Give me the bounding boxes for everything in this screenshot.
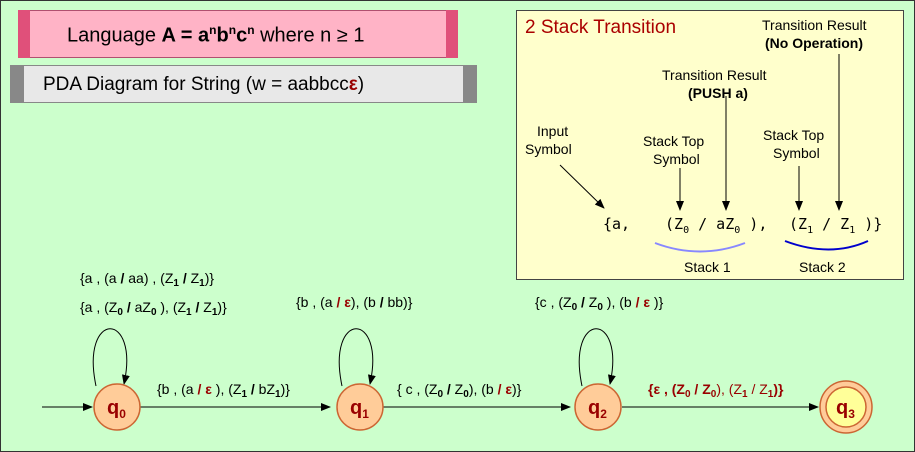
q0-loop-label-1: {a , (a / aa) , (Z1 / Z1)} <box>80 270 214 289</box>
stack-top-1-label-2: Symbol <box>653 151 700 167</box>
input-arrow <box>559 164 605 209</box>
state-q2 <box>574 383 622 431</box>
result-noop-value: (No Operation) <box>765 35 863 51</box>
stack1-label: Stack 1 <box>684 259 731 275</box>
legend-title: 2 Stack Transition <box>525 17 677 38</box>
pda-cap-left <box>10 65 24 103</box>
input-symbol-label-2: Symbol <box>525 141 572 157</box>
q0-loop-label-2: {a , (Z0 / aZ0 ), (Z1 / Z1)} <box>80 299 227 318</box>
banner-cap-left <box>18 10 30 58</box>
language-banner: Language A = anbncn where n ≥ 1 <box>18 10 458 58</box>
result-noop-label: Transition Result <box>762 17 867 33</box>
pda-cap-right <box>463 65 477 103</box>
q0-q1-label: {b , (a / ε ), (Z1 / bZ1)} <box>157 381 290 400</box>
q2-q3-label: {ε , (Z0 / Z0), (Z1 / Z1)} <box>648 381 784 400</box>
result-push-label: Transition Result <box>662 67 767 83</box>
q2-loop <box>578 328 616 387</box>
language-definition: Language A = anbncn where n ≥ 1 <box>67 23 365 47</box>
stack2-brace <box>784 240 869 251</box>
result-push-value: (PUSH a) <box>688 85 748 101</box>
q2-loop-label: {c , (Z0 / Z0 ), (b / ε )} <box>535 294 664 313</box>
state-q1 <box>336 383 384 431</box>
q1-q2-label: { c , (Z0 / Z0), (b / ε)} <box>397 381 522 400</box>
q0-loop <box>92 328 130 387</box>
stack-top-1-label: Stack Top <box>643 133 705 149</box>
input-symbol-label: Input <box>537 123 569 139</box>
pda-title: PDA Diagram for String (w = aabbccε) <box>43 74 365 95</box>
state-q3 <box>825 386 867 428</box>
stack-top-2-label: Stack Top <box>763 127 825 143</box>
state-q0 <box>93 383 141 431</box>
expr-stack1: (Z0 / aZ0 ), <box>665 215 768 236</box>
expr-stack2: (Z1 / Z1 )} <box>789 215 883 236</box>
q1-loop <box>338 328 376 387</box>
stack-top-2-label-2: Symbol <box>773 145 820 161</box>
stack1-brace <box>654 242 746 253</box>
banner-cap-right <box>446 10 458 58</box>
expr-input: {a, <box>603 215 631 233</box>
pda-title-banner: PDA Diagram for String (w = aabbccε) <box>10 65 477 103</box>
stack2-label: Stack 2 <box>799 259 846 275</box>
q1-loop-label: {b , (a / ε), (b / bb)} <box>296 294 413 310</box>
